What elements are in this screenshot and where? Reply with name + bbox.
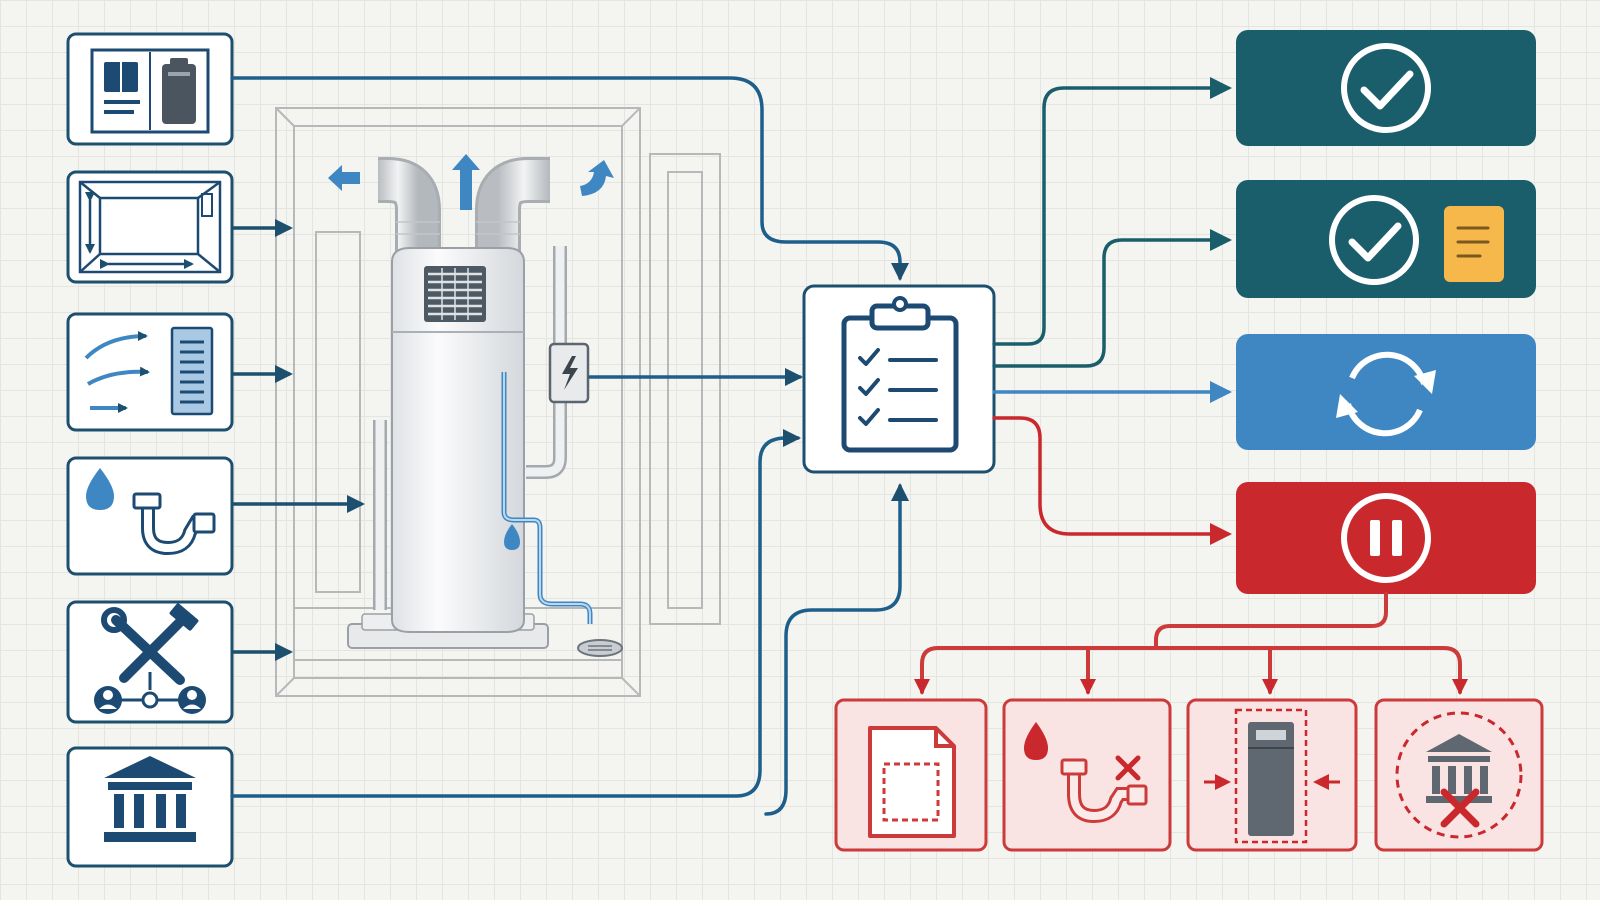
input-box-space[interactable] <box>66 170 234 284</box>
unit-clearance-icon <box>1204 708 1340 844</box>
heat-pump-water-heater-illustration <box>275 107 721 697</box>
check-circle-icon <box>1341 43 1431 133</box>
hold-reason-clearance[interactable] <box>1186 698 1358 852</box>
government-building-icon <box>104 756 196 842</box>
outcome-revise[interactable] <box>1236 334 1536 450</box>
airflow-arrows <box>328 154 614 210</box>
water-drop-icon <box>504 524 520 550</box>
review-checklist-node[interactable] <box>802 284 996 474</box>
electrical-disconnect-icon <box>548 342 590 404</box>
input-box-drainage[interactable] <box>66 456 234 576</box>
input-box-code[interactable] <box>66 746 234 868</box>
airflow-vent-icon <box>84 326 214 416</box>
vent-ducts <box>378 157 550 260</box>
hold-breakdown-connectors <box>914 592 1468 695</box>
hold-reason-code-fail[interactable] <box>1374 698 1544 852</box>
input-box-manual[interactable] <box>66 32 234 146</box>
code-rejected-icon <box>1395 711 1523 839</box>
outcome-approve[interactable] <box>1236 30 1536 146</box>
input-box-airflow[interactable] <box>66 312 234 432</box>
dashed-area-document-icon <box>868 726 956 838</box>
floor-drain-icon <box>577 639 623 657</box>
hold-reason-drain-issue[interactable] <box>1002 698 1172 852</box>
manual-and-unit-icon <box>90 48 210 134</box>
outcome-hold[interactable] <box>1236 482 1536 594</box>
drain-blocked-icon <box>1024 722 1148 824</box>
review-routes <box>230 76 909 816</box>
refresh-cycle-icon <box>1336 351 1436 437</box>
outcome-panel <box>1236 30 1536 594</box>
check-with-notes-icon <box>1329 195 1504 285</box>
hold-reason-space-size[interactable] <box>834 698 988 852</box>
water-heater-tank <box>347 247 549 649</box>
input-panel <box>66 32 234 868</box>
outcome-approve-with-notes[interactable] <box>1236 180 1536 298</box>
input-connectors <box>232 219 365 661</box>
plumbing-pipes <box>373 246 593 624</box>
pause-circle-icon <box>1341 493 1431 583</box>
water-drain-pipe-icon <box>86 468 216 556</box>
outcome-routes <box>992 77 1232 545</box>
input-box-installer[interactable] <box>66 600 234 724</box>
tools-and-people-icon <box>94 603 206 714</box>
checklist-clipboard-icon <box>841 296 959 453</box>
hold-reasons-panel <box>834 698 1544 852</box>
room-dimensions-icon <box>78 180 222 274</box>
